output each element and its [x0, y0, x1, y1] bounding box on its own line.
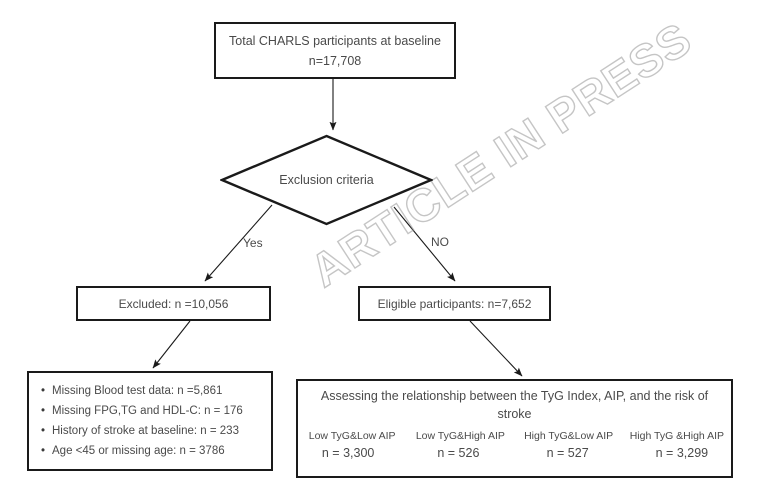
- node-total-line2: n=17,708: [308, 53, 362, 68]
- list-item: Missing FPG,TG and HDL-C: n = 176: [41, 401, 271, 421]
- group-count: n = 527: [546, 446, 589, 460]
- node-excluded-count: Excluded: n =10,056: [76, 286, 271, 321]
- group-count: n = 526: [437, 446, 480, 460]
- node-decision-label: Exclusion criteria: [279, 173, 374, 187]
- branch-label-no: NO: [431, 235, 449, 249]
- analysis-title: Assessing the relationship between the T…: [320, 389, 709, 421]
- list-item: History of stroke at baseline: n = 233: [41, 421, 271, 441]
- exclusion-reasons-list: Missing Blood test data: n =5,861 Missin…: [41, 381, 271, 461]
- diamond-shape-icon: [220, 134, 433, 226]
- edge-decision-to-eligible: [393, 206, 456, 282]
- group-name: High TyG &High AIP: [629, 430, 725, 442]
- node-total-participants: Total CHARLS participants at baseline n=…: [214, 22, 456, 79]
- node-exclusion-reasons: Missing Blood test data: n =5,861 Missin…: [27, 371, 273, 471]
- group-name: Low TyG&Low AIP: [308, 430, 396, 442]
- node-eligible-label: Eligible participants: n=7,652: [377, 296, 532, 311]
- analysis-group-row: Low TyG&Low AIP n = 3,300 Low TyG&High A…: [298, 428, 731, 463]
- edge-excluded-to-exclusions: [152, 320, 191, 369]
- analysis-group-high-tyg-high-aip: High TyG &High AIP n = 3,299: [623, 428, 731, 463]
- analysis-group-low-tyg-high-aip: Low TyG&High AIP n = 526: [406, 428, 514, 463]
- list-item: Age <45 or missing age: n = 3786: [41, 441, 271, 461]
- group-name: Low TyG&High AIP: [415, 430, 505, 442]
- analysis-group-high-tyg-low-aip: High TyG&Low AIP n = 527: [515, 428, 623, 463]
- node-excluded-label: Excluded: n =10,056: [118, 296, 229, 311]
- edge-decision-to-excluded: [204, 204, 273, 282]
- node-exclusion-criteria-decision: Exclusion criteria: [220, 134, 433, 226]
- group-count: n = 3,300: [321, 446, 375, 460]
- node-total-line1: Total CHARLS participants at baseline: [229, 33, 441, 48]
- list-item: Missing Blood test data: n =5,861: [41, 381, 271, 401]
- edge-eligible-to-analysis: [469, 320, 523, 377]
- analysis-group-low-tyg-low-aip: Low TyG&Low AIP n = 3,300: [298, 428, 406, 463]
- node-analysis-groups: Assessing the relationship between the T…: [296, 379, 733, 478]
- node-eligible-participants: Eligible participants: n=7,652: [358, 286, 551, 321]
- branch-label-yes: Yes: [243, 236, 263, 250]
- group-name: High TyG&Low AIP: [524, 430, 614, 442]
- group-count: n = 3,299: [655, 446, 709, 460]
